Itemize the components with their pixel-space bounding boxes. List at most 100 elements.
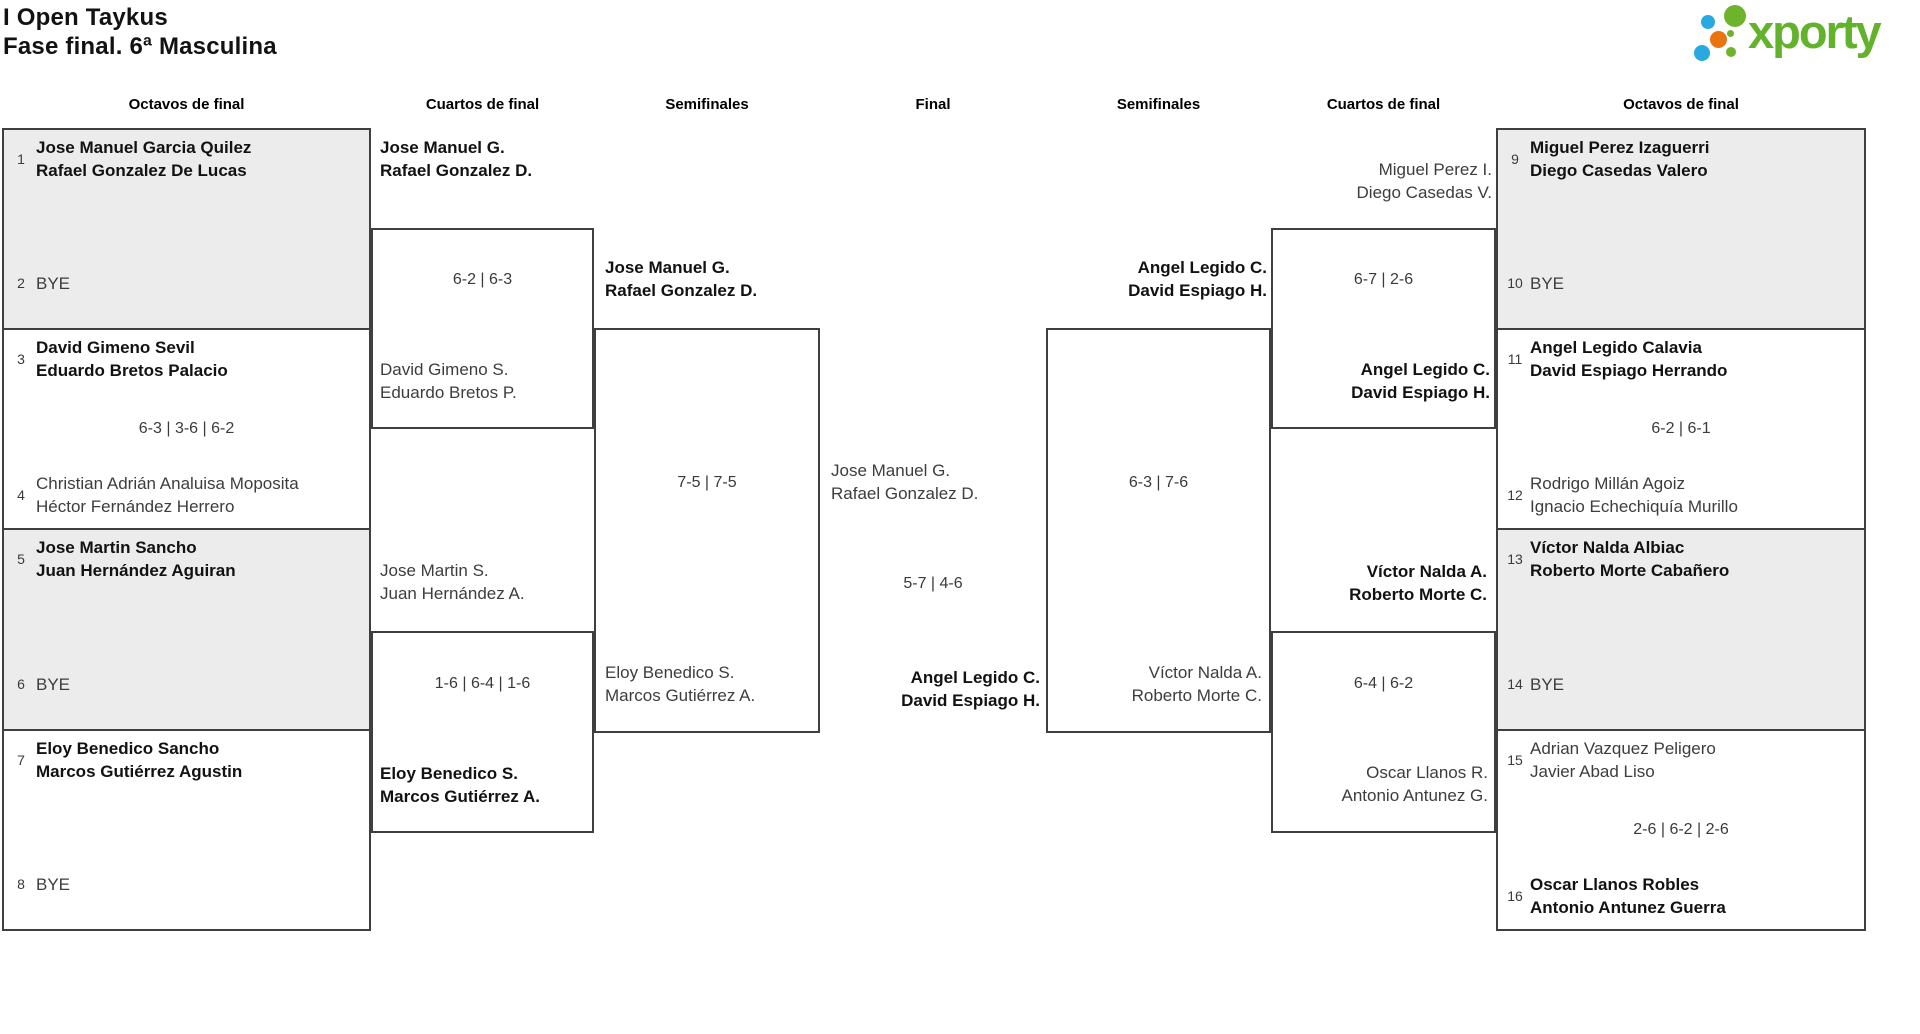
seed-number: 8 (17, 876, 25, 892)
phase-category: Fase final. 6ª Masculina (3, 33, 277, 60)
seed-number: 5 (17, 550, 25, 567)
seed-number: 10 (1507, 275, 1523, 291)
match-score: 2-6 | 6-2 | 2-6 (1633, 821, 1729, 838)
logo-dot-blue-top (1701, 15, 1715, 29)
qf-right-2-score: 6-4 | 6-2 (1353, 675, 1414, 692)
team-row: 8 BYE (4, 873, 369, 896)
round-header-semis-left: Semifinales (665, 96, 749, 113)
qf-right-1-team-top: Miguel Perez I.Diego Casedas V. (1356, 160, 1492, 202)
seed-number: 13 (1507, 550, 1523, 567)
seed-number: 2 (17, 275, 25, 291)
team-name: BYE (1530, 274, 1565, 293)
seed-number: 9 (1511, 150, 1519, 167)
round-header-semis-right: Semifinales (1116, 96, 1201, 113)
match-box-qf-left-1 (371, 228, 594, 429)
qf-right-2-team-top: Víctor Nalda A.Roberto Morte C. (1349, 562, 1487, 604)
seed-number: 12 (1507, 486, 1523, 503)
final-team-bottom-champion: Angel Legido C.David Espiago H. (901, 668, 1040, 710)
seed-number: 1 (17, 150, 25, 167)
seed-number: 4 (17, 486, 25, 503)
tournament-name: I Open Taykus (3, 4, 168, 31)
qf-right-1-team-bottom: Angel Legido C.David Espiago H. (1351, 360, 1490, 402)
match-box-qf-left-2 (371, 631, 594, 833)
round-header-cuartos-right: Cuartos de final (1326, 96, 1441, 113)
logo-dot-blue-bottom (1694, 45, 1710, 61)
seed-number: 3 (17, 350, 25, 367)
sf-left-team-top: Jose Manuel G.Rafael Gonzalez D. (605, 258, 758, 300)
qf-right-1-score: 6-7 | 2-6 (1353, 271, 1414, 288)
round-header-octavos-right: Octavos de final (1623, 96, 1739, 113)
sf-right-score: 6-3 | 7-6 (1128, 474, 1189, 491)
match-box-sf-left (594, 328, 820, 733)
xporty-logo: xporty (1690, 0, 1920, 78)
match-box-qf-right-1 (1271, 228, 1496, 429)
seed-number: 7 (17, 751, 25, 768)
team-row: 2 BYE (4, 272, 369, 295)
match-box-qf-right-2 (1271, 631, 1496, 833)
logo-dot-green-tiny (1727, 30, 1734, 37)
sf-left-team-bottom: Eloy Benedico S.Marcos Gutiérrez A. (605, 663, 756, 705)
logo-wordmark: xporty (1748, 5, 1882, 58)
seed-number: 11 (1507, 350, 1523, 367)
team-name: BYE (1530, 675, 1565, 694)
team-row: 10 BYE (1498, 272, 1864, 295)
qf-left-2-score: 1-6 | 6-4 | 1-6 (434, 675, 531, 692)
match-score: 6-2 | 6-1 (1651, 420, 1711, 437)
round-header-cuartos-left: Cuartos de final (425, 96, 540, 113)
logo-dot-orange (1710, 31, 1727, 48)
seed-number: 15 (1507, 751, 1523, 768)
sf-left-score: 7-5 | 7-5 (677, 474, 737, 491)
team-name: BYE (36, 875, 71, 894)
qf-left-2-team-bottom: Eloy Benedico S.Marcos Gutiérrez A. (380, 764, 540, 806)
logo-dot-green-large (1724, 5, 1746, 27)
final-team-top: Jose Manuel G.Rafael Gonzalez D. (831, 461, 979, 503)
round-header-octavos-left: Octavos de final (128, 96, 245, 113)
seed-number: 14 (1507, 676, 1523, 692)
team-name: BYE (36, 274, 71, 293)
seed-number: 6 (17, 676, 25, 692)
qf-left-1-team-bottom: David Gimeno S.Eduardo Bretos P. (380, 360, 517, 402)
sf-right-team-bottom: Víctor Nalda A.Roberto Morte C. (1131, 663, 1262, 705)
sf-right-team-top: Angel Legido C.David Espiago H. (1128, 258, 1267, 300)
seed-number: 16 (1507, 887, 1523, 904)
final-score: 5-7 | 4-6 (903, 575, 963, 592)
logo-dot-green-small (1726, 47, 1736, 57)
page-title: I Open Taykus Fase final. 6ª Masculina (3, 3, 277, 61)
qf-left-1-team-top: Jose Manuel G.Rafael Gonzalez D. (380, 138, 533, 180)
team-row: 14 BYE (1498, 673, 1864, 696)
match-score: 6-3 | 3-6 | 6-2 (138, 420, 235, 437)
qf-left-1-score: 6-2 | 6-3 (452, 271, 513, 288)
match-box-sf-right (1046, 328, 1271, 733)
team-row: 6 BYE (4, 673, 369, 696)
